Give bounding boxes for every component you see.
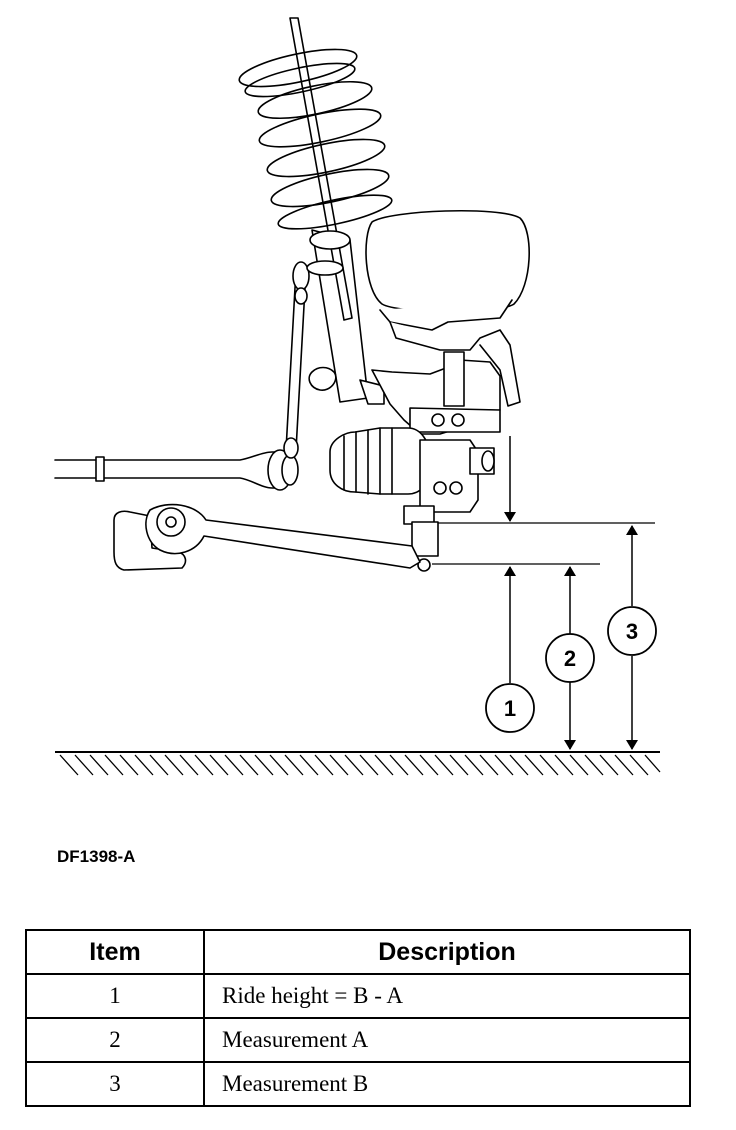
coil-spring <box>238 48 393 230</box>
svg-text:3: 3 <box>626 619 638 644</box>
legend-header-description: Description <box>203 929 691 975</box>
steering-knuckle <box>371 351 501 435</box>
brake-rotor <box>365 209 530 407</box>
lower-control-arm <box>113 503 421 571</box>
cv-boot <box>329 427 431 495</box>
legend-description: Measurement B <box>203 1061 691 1107</box>
legend-description: Measurement A <box>203 1017 691 1063</box>
hub-nut <box>419 439 495 513</box>
legend-description: Ride height = B - A <box>203 973 691 1019</box>
legend-row: 3 Measurement B <box>25 1061 691 1107</box>
callout-1: 1 <box>485 683 535 733</box>
suspension-assembly <box>54 17 530 572</box>
legend-item: 2 <box>25 1017 205 1063</box>
callout-2: 2 <box>545 633 595 683</box>
legend-item: 1 <box>25 973 205 1019</box>
legend-row: 2 Measurement A <box>25 1017 691 1063</box>
legend-header-item: Item <box>25 929 205 975</box>
ground-line <box>55 751 661 776</box>
suspension-diagram: 1 2 3 <box>54 17 661 776</box>
svg-text:1: 1 <box>504 696 516 721</box>
svg-text:2: 2 <box>564 646 576 671</box>
figure-id: DF1398-A <box>57 847 136 866</box>
legend-table: Item Description 1 Ride height = B - A 2… <box>25 929 691 1107</box>
reference-lines <box>412 522 655 565</box>
callout-3: 3 <box>607 606 657 656</box>
legend-header-row: Item Description <box>25 929 691 975</box>
ball-joint <box>403 505 439 572</box>
legend-row: 1 Ride height = B - A <box>25 973 691 1019</box>
stabilizer-link <box>283 261 310 459</box>
stabilizer-bar <box>54 449 299 491</box>
legend-item: 3 <box>25 1061 205 1107</box>
dimension-arrows <box>504 436 638 750</box>
strut <box>289 17 385 405</box>
